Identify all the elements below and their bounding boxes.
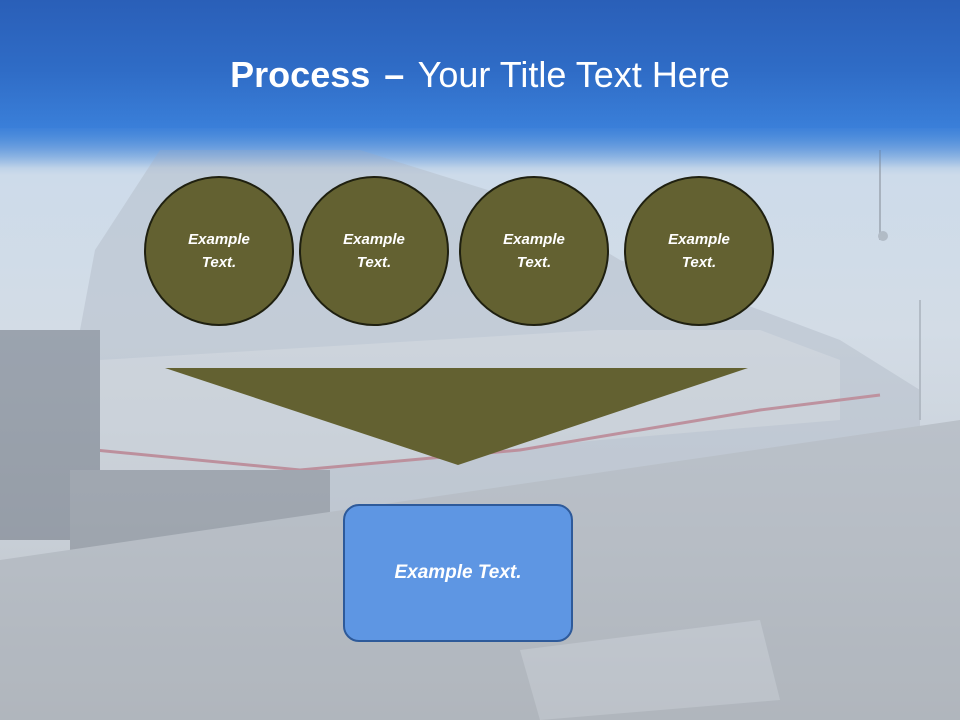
step-circle-2: Example Text. (299, 176, 449, 326)
result-box: Example Text. (343, 504, 573, 642)
slide-title: Process – Your Title Text Here (0, 52, 960, 98)
step-label: Example Text. (503, 231, 565, 271)
step-circle-4: Example Text. (624, 176, 774, 326)
step-label: Example Text. (668, 231, 730, 271)
step-label: Example Text. (343, 231, 405, 271)
title-band (0, 0, 960, 168)
step-label: Example Text. (188, 231, 250, 271)
title-bold-text: Process (230, 54, 371, 95)
funnel-triangle (165, 368, 748, 465)
step-circle-3: Example Text. (459, 176, 609, 326)
step-circle-1: Example Text. (144, 176, 294, 326)
result-label: Example Text. (394, 562, 522, 583)
title-separator: – (384, 54, 405, 95)
title-rest-text: Your Title Text Here (417, 54, 730, 95)
